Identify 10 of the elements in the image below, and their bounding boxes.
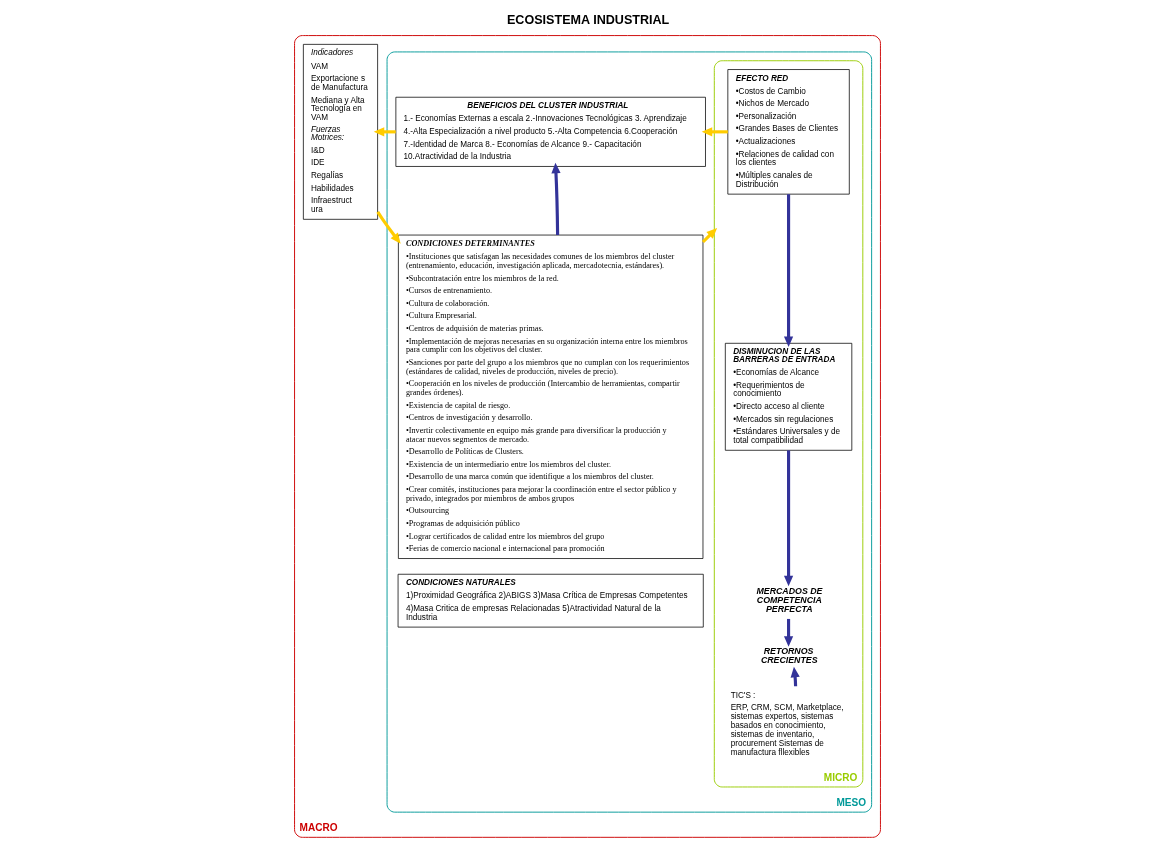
arrow — [550, 162, 561, 235]
arrow — [783, 618, 793, 647]
node-text: RETORNOS CRECIENTES — [760, 645, 818, 665]
arrow — [783, 193, 793, 347]
arrow — [701, 126, 728, 136]
node-text: MERCADOS DE COMPETENCIA PERFECTA — [755, 585, 822, 614]
diagram-title: ECOSISTEMA INDUSTRIAL — [506, 12, 669, 27]
arrow — [783, 449, 793, 586]
arrow — [701, 227, 717, 243]
arrow — [375, 210, 401, 244]
